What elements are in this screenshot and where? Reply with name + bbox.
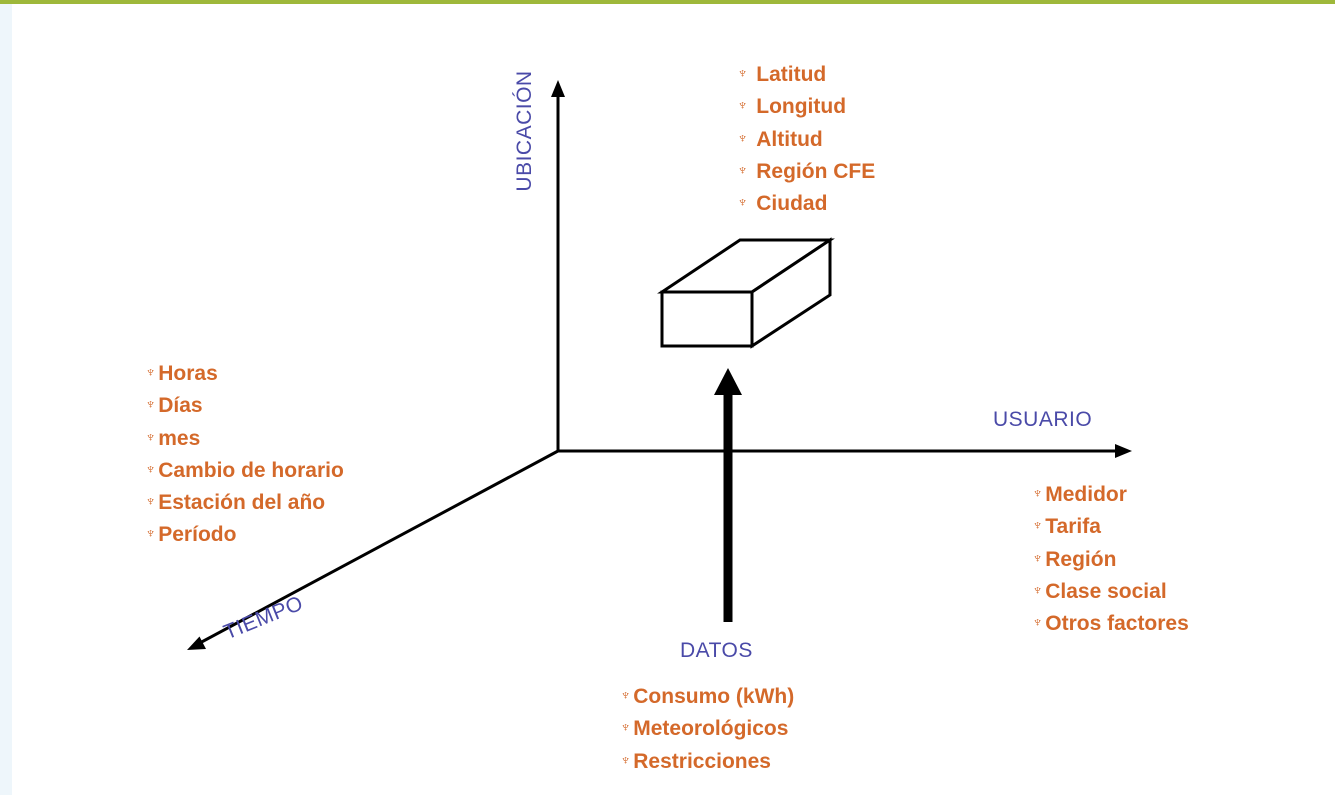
list-item-label: Días (158, 394, 203, 418)
datos-arrow-head (714, 368, 742, 395)
list-item: ♆mes (145, 422, 344, 454)
horizontal-axis-arrowhead (1115, 444, 1132, 458)
ubicacion-axis-label: UBICACIÓN (513, 70, 536, 192)
pin-icon: ♆ (145, 364, 157, 381)
pin-icon: ♆ (737, 194, 749, 212)
list-item: ♆Horas (145, 357, 344, 389)
list-item-label: Región CFE (756, 159, 876, 183)
list-item-label: Período (158, 523, 237, 547)
list-item: ♆ Altitud (737, 123, 875, 155)
list-item-label: Restricciones (633, 749, 771, 773)
list-item: ♆ Región CFE (737, 155, 875, 187)
pin-icon: ♆ (620, 719, 632, 737)
data-cube (657, 237, 835, 349)
pin-icon: ♆ (620, 751, 632, 769)
list-item: ♆ Ciudad (737, 187, 875, 219)
cube-front-face (660, 290, 754, 348)
list-item: ♆Período (145, 518, 344, 550)
list-item-label: Estación del año (158, 491, 326, 515)
list-item: ♆Cambio de horario (145, 454, 344, 486)
pin-icon: ♆ (145, 460, 157, 478)
pin-icon: ♆ (1032, 549, 1044, 567)
pin-icon: ♆ (145, 428, 157, 446)
pin-icon: ♆ (620, 687, 632, 704)
list-item: ♆Días (145, 389, 344, 421)
list-item-label: Meteorológicos (633, 717, 789, 741)
list-item-label: Longitud (756, 95, 847, 119)
pin-icon: ♆ (1032, 517, 1044, 535)
list-item-label: Medidor (1045, 483, 1127, 506)
list-item: ♆Meteorológicos (620, 712, 794, 744)
pin-icon: ♆ (1032, 581, 1044, 599)
diagonal-axis-arrowhead (187, 636, 206, 650)
list-item: ♆Clase social (1032, 575, 1189, 607)
list-item: ♆Otros factores (1032, 607, 1189, 639)
list-item: ♆Restricciones (620, 745, 794, 777)
left-margin-band (0, 4, 12, 795)
list-item-label: Latitud (756, 63, 827, 86)
pin-icon: ♆ (1032, 485, 1044, 502)
pin-icon: ♆ (737, 65, 749, 82)
list-item: ♆Medidor (1032, 478, 1189, 510)
list-item-label: Ciudad (756, 192, 828, 216)
list-item-label: Consumo (kWh) (633, 685, 795, 708)
usuario-axis-label: USUARIO (993, 408, 1093, 431)
top-accent-bar (0, 0, 1335, 4)
datos-attribute-list: ♆Consumo (kWh) ♆Meteorológicos ♆Restricc… (620, 680, 794, 777)
list-item: ♆Consumo (kWh) (620, 680, 794, 712)
list-item: ♆ Longitud (737, 90, 875, 122)
vertical-axis-arrowhead (551, 80, 565, 97)
list-item-label: Horas (158, 362, 218, 385)
list-item-label: mes (158, 426, 201, 450)
list-item: ♆Tarifa (1032, 510, 1189, 542)
pin-icon: ♆ (737, 161, 749, 179)
pin-icon: ♆ (737, 97, 749, 115)
list-item: ♆Región (1032, 543, 1189, 575)
list-item: ♆ Latitud (737, 58, 875, 90)
pin-icon: ♆ (145, 396, 157, 414)
list-item: ♆Estación del año (145, 486, 344, 518)
list-item-label: Altitud (756, 127, 823, 151)
tiempo-attribute-list: ♆Horas ♆Días ♆mes ♆Cambio de horario ♆Es… (145, 357, 344, 551)
list-item-label: Tarifa (1045, 515, 1101, 539)
pin-icon: ♆ (1032, 614, 1044, 632)
usuario-attribute-list: ♆Medidor ♆Tarifa ♆Región ♆Clase social ♆… (1032, 478, 1189, 639)
list-item-label: Otros factores (1045, 612, 1189, 636)
pin-icon: ♆ (145, 493, 157, 511)
ubicacion-attribute-list: ♆Latitud ♆Longitud ♆Altitud ♆Región CFE … (737, 58, 875, 219)
datos-axis-label: DATOS (680, 639, 753, 662)
diagonal-axis (195, 449, 559, 647)
list-item-label: Región (1045, 547, 1117, 571)
pin-icon: ♆ (737, 129, 749, 147)
list-item-label: Clase social (1045, 579, 1167, 603)
list-item-label: Cambio de horario (158, 458, 344, 482)
pin-icon: ♆ (145, 525, 157, 543)
